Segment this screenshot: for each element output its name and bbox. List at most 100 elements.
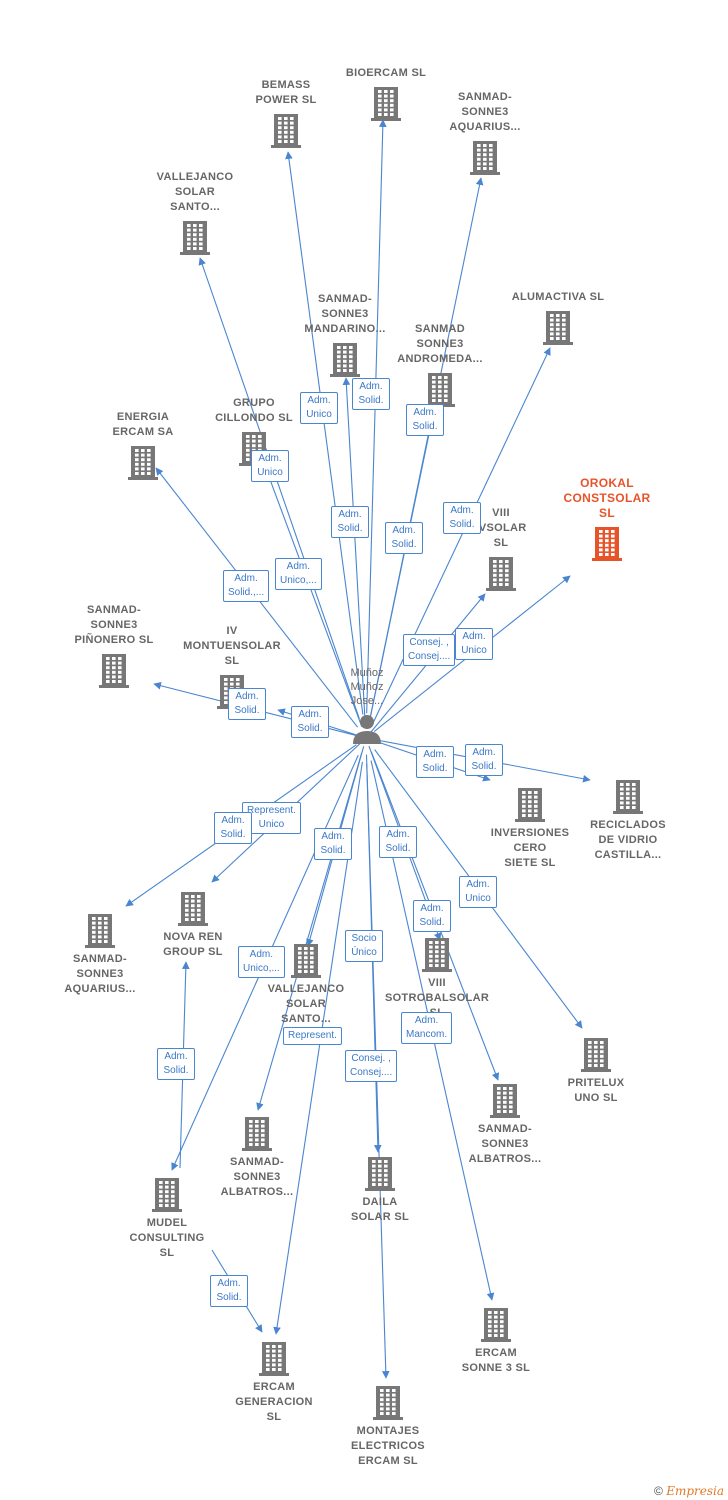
company-label: SANMAD- SONNE3 AQUARIUS...: [64, 953, 136, 995]
edge-cillondo: [260, 457, 363, 727]
building-icon: [371, 87, 401, 121]
company-node-bioercam[interactable]: BIOERCAM SL: [321, 66, 451, 121]
company-node-novaren[interactable]: NOVA REN GROUP SL: [128, 890, 258, 960]
edge-label[interactable]: Adm. Unico: [459, 876, 497, 908]
edge-label[interactable]: Adm. Unico: [455, 628, 493, 660]
footer-brand: © Empresia: [654, 1484, 724, 1498]
edge-label[interactable]: Adm. Solid.: [413, 900, 451, 932]
building-icon: [581, 1038, 611, 1072]
building-icon: [365, 1157, 395, 1191]
building-icon: [99, 654, 129, 688]
company-node-alumactiva[interactable]: ALUMACTIVA SL: [493, 290, 623, 345]
company-label: SANMAD SONNE3 ANDROMEDA...: [397, 323, 483, 365]
person-icon: [353, 715, 381, 744]
edge-label[interactable]: Adm. Solid.: [385, 522, 423, 554]
company-label: BIOERCAM SL: [345, 67, 427, 79]
edge-label[interactable]: Adm. Unico: [300, 392, 338, 424]
edge-label[interactable]: Adm. Unico,...: [238, 946, 285, 978]
company-node-mandarino[interactable]: SANMAD- SONNE3 MANDARINO...: [280, 292, 410, 377]
company-label: ERCAM SONNE 3 SL: [461, 1347, 531, 1374]
company-node-vallejanco_bot[interactable]: VALLEJANCO SOLAR SANTO...: [241, 942, 371, 1027]
company-label: NOVA REN GROUP SL: [163, 931, 223, 958]
company-node-viiivsolar[interactable]: VIII IVSOLAR SL: [436, 506, 566, 591]
company-node-orokal[interactable]: OROKAL CONSTSOLAR SL: [542, 476, 672, 561]
company-label: SANMAD- SONNE3 AQUARIUS...: [449, 91, 521, 133]
edge-alumactiva: [372, 347, 551, 723]
company-label: RECICLADOS DE VIDRIO CASTILLA...: [590, 819, 666, 861]
company-node-andromeda[interactable]: SANMAD SONNE3 ANDROMEDA...: [375, 322, 505, 407]
company-node-energia[interactable]: ENERGIA ERCAM SA: [78, 410, 208, 480]
company-label: GRUPO CILLONDO SL: [215, 397, 293, 424]
building-icon: [481, 1308, 511, 1342]
edge-label[interactable]: Adm. Solid.: [443, 502, 481, 534]
company-label: SANMAD- SONNE3 MANDARINO...: [304, 293, 386, 335]
company-label: SANMAD- SONNE3 ALBATROS...: [220, 1156, 294, 1198]
edge-label[interactable]: Adm. Solid.: [465, 744, 503, 776]
edge-label[interactable]: Represent.: [283, 1027, 342, 1045]
company-label: VALLEJANCO SOLAR SANTO...: [267, 983, 345, 1025]
edge-label[interactable]: Socio Único: [345, 930, 383, 962]
edge-label[interactable]: Adm. Solid.,...: [223, 570, 270, 602]
building-icon: [515, 788, 545, 822]
building-icon: [291, 944, 321, 978]
company-node-inversiones[interactable]: INVERSIONES CERO SIETE SL: [465, 786, 595, 871]
company-node-reciclados[interactable]: RECICLADOS DE VIDRIO CASTILLA...: [563, 778, 693, 863]
company-label: ERCAM GENERACION SL: [235, 1381, 313, 1423]
building-icon: [613, 780, 643, 814]
building-icon: [425, 373, 455, 407]
company-node-mudel[interactable]: MUDEL CONSULTING SL: [102, 1176, 232, 1261]
company-label: MONTAJES ELECTRICOS ERCAM SL: [351, 1425, 425, 1467]
building-icon: [178, 892, 208, 926]
edge-label[interactable]: Adm. Solid.: [314, 828, 352, 860]
building-icon: [152, 1178, 182, 1212]
company-node-sanmad_aquarius_top[interactable]: SANMAD- SONNE3 AQUARIUS...: [420, 90, 550, 175]
edge-label[interactable]: Adm. Solid.: [379, 826, 417, 858]
edge-label[interactable]: Adm. Unico,...: [275, 558, 322, 590]
company-node-daila[interactable]: DAILA SOLAR SL: [315, 1155, 445, 1225]
company-node-bemass[interactable]: BEMASS POWER SL: [221, 78, 351, 148]
building-icon: [470, 141, 500, 175]
edge-label[interactable]: Consej. , Consej....: [345, 1050, 398, 1082]
company-label: DAILA SOLAR SL: [350, 1196, 409, 1223]
edge-label[interactable]: Adm. Solid.: [214, 812, 252, 844]
company-label: INVERSIONES CERO SIETE SL: [490, 827, 570, 869]
brand-name[interactable]: Empresia: [666, 1484, 724, 1498]
company-label: PRITELUX UNO SL: [567, 1077, 625, 1104]
edge-label[interactable]: Adm. Solid.: [228, 688, 266, 720]
edge-label[interactable]: Adm. Solid.: [331, 506, 369, 538]
company-node-albatros_left[interactable]: SANMAD- SONNE3 ALBATROS...: [192, 1115, 322, 1200]
company-node-montajes[interactable]: MONTAJES ELECTRICOS ERCAM SL: [323, 1384, 453, 1469]
edge-albatros_left: [256, 752, 363, 1111]
company-node-ercam_gen[interactable]: ERCAM GENERACION SL: [209, 1340, 339, 1425]
company-node-pritelux[interactable]: PRITELUX UNO SL: [531, 1036, 661, 1106]
building-icon: [271, 114, 301, 148]
company-node-ercam_sonne[interactable]: ERCAM SONNE 3 SL: [431, 1306, 561, 1376]
edge-label[interactable]: Adm. Unico: [251, 450, 289, 482]
edge-andromeda: [368, 409, 437, 725]
company-node-pinonero[interactable]: SANMAD- SONNE3 PIÑONERO SL: [49, 603, 179, 688]
edge-label[interactable]: Adm. Solid.: [416, 746, 454, 778]
company-label: IV MONTUENSOLAR SL: [183, 625, 281, 667]
edge-bemass: [285, 151, 364, 715]
building-icon: [422, 938, 452, 972]
center-person[interactable]: Muñoz Muñoz Jose...: [322, 666, 412, 746]
company-node-sotrobal[interactable]: VIII SOTROBALSOLAR SL: [372, 936, 502, 1021]
company-label: SANMAD- SONNE3 PIÑONERO SL: [74, 604, 154, 646]
edge-label[interactable]: Adm. Solid.: [406, 404, 444, 436]
company-label: SANMAD- SONNE3 ALBATROS...: [468, 1123, 542, 1165]
center-person-label: Muñoz Muñoz Jose...: [350, 667, 384, 707]
building-icon: [486, 557, 516, 591]
edge-label[interactable]: Adm. Solid.: [210, 1275, 248, 1307]
company-node-vallejanco_top[interactable]: VALLEJANCO SOLAR SANTO...: [130, 170, 260, 255]
company-label: VIII IVSOLAR SL: [475, 507, 527, 549]
company-node-sanmad_aquarius_bot[interactable]: SANMAD- SONNE3 AQUARIUS...: [35, 912, 165, 997]
company-node-albatros_right[interactable]: SANMAD- SONNE3 ALBATROS...: [440, 1082, 570, 1167]
company-label: OROKAL CONSTSOLAR SL: [563, 476, 651, 520]
edge-label[interactable]: Consej. , Consej....: [403, 634, 456, 666]
building-icon: [592, 527, 622, 561]
edge-label[interactable]: Adm. Solid.: [352, 378, 390, 410]
edge-label[interactable]: Adm. Mancom.: [401, 1012, 453, 1044]
edge-label[interactable]: Adm. Solid.: [291, 706, 329, 738]
edge-label[interactable]: Adm. Solid.: [157, 1048, 195, 1080]
